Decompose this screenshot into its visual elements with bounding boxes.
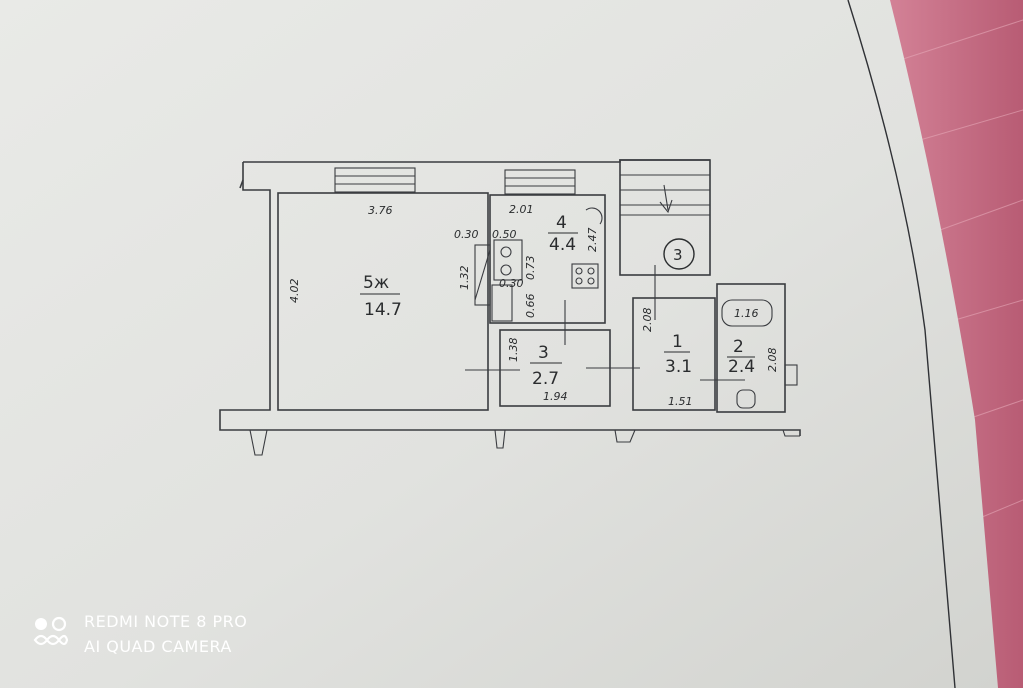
room-5-area: 14.7 <box>364 300 402 320</box>
dim-room1-height: 2.08 <box>641 308 654 333</box>
dim-room1-width: 1.51 <box>668 395 693 408</box>
dim-room5-width: 3.76 <box>368 204 393 217</box>
dim-room4-width: 2.01 <box>509 203 534 216</box>
dim-132: 1.32 <box>458 266 471 291</box>
dim-room5-height: 4.02 <box>288 279 301 304</box>
stair-landing <box>619 159 711 276</box>
room-1-area: 3.1 <box>665 357 692 377</box>
dim-073: 0.73 <box>524 256 537 281</box>
room-2 <box>716 283 786 413</box>
stove-icon <box>571 263 599 289</box>
sink-icon <box>474 239 523 322</box>
camera-logo-icon <box>33 616 69 646</box>
labels: 3.76 4.02 5ж 14.7 2.01 4 4.4 2.47 0.30 0… <box>288 203 779 408</box>
dim-030b: 0.30 <box>499 277 524 290</box>
window-top-left <box>334 167 416 193</box>
dim-room2-height: 2.08 <box>766 348 779 373</box>
room-5 <box>277 192 489 411</box>
dim-050: 0.50 <box>492 228 517 241</box>
bathtub-icon <box>721 299 773 327</box>
paper-sheet <box>0 0 998 688</box>
room-4-number: 4 <box>556 213 567 233</box>
room-3-number: 3 <box>538 343 549 363</box>
dim-bathtub: 1.16 <box>734 307 759 320</box>
dim-066: 0.66 <box>524 294 537 319</box>
window-top-right <box>504 169 576 195</box>
room-1 <box>632 297 716 411</box>
stair-arrow <box>663 184 669 211</box>
floor-plan <box>219 159 801 456</box>
watermark-camera: AI QUAD CAMERA <box>84 637 232 656</box>
stair-marker-label: 3 <box>673 246 683 264</box>
room-3-area: 2.7 <box>532 369 559 389</box>
room-5-number: 5ж <box>363 273 389 293</box>
room-4-area: 4.4 <box>549 235 576 255</box>
room-2-area: 2.4 <box>728 357 755 377</box>
heater-icon <box>585 207 603 225</box>
stair-marker-circle <box>663 238 695 270</box>
room-1-number: 1 <box>672 332 683 352</box>
room-2-number: 2 <box>733 337 744 357</box>
dim-030: 0.30 <box>454 228 479 241</box>
page-border-line <box>847 0 956 688</box>
dim-room3-width: 1.94 <box>543 390 568 403</box>
dim-room3-height: 1.38 <box>507 338 520 363</box>
watermark-model: REDMI NOTE 8 PRO <box>84 612 248 631</box>
dim-room4-height: 2.47 <box>586 228 599 253</box>
toilet-icon <box>736 389 756 409</box>
